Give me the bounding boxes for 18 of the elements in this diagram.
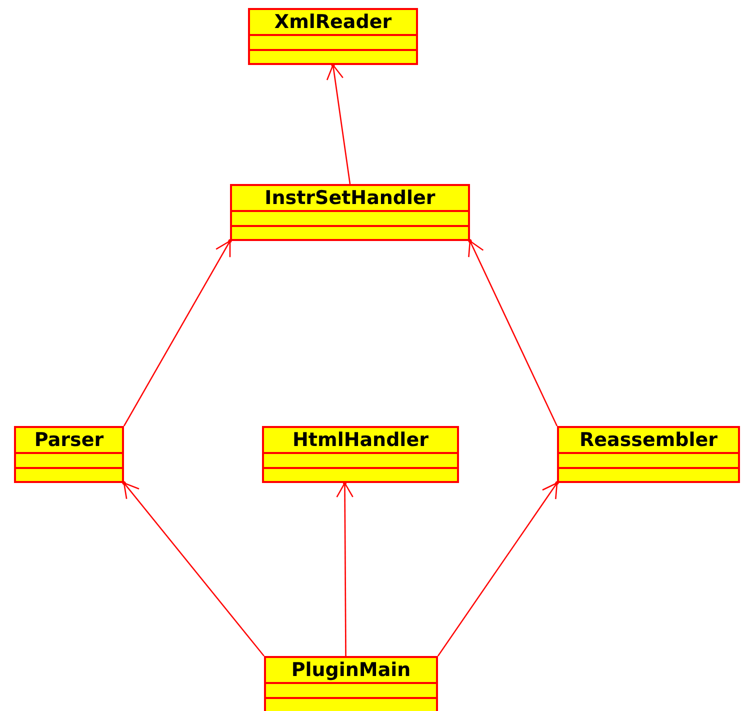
class-name: Parser <box>34 429 104 451</box>
class-box <box>14 426 124 483</box>
class-box <box>264 656 438 711</box>
class-box <box>230 184 470 241</box>
arrow <box>123 238 232 426</box>
class-name: XmlReader <box>274 11 392 33</box>
class-box <box>557 426 740 483</box>
arrow <box>468 238 558 426</box>
class-name: InstrSetHandler <box>264 187 436 209</box>
class-box <box>248 8 418 65</box>
arrow <box>437 480 560 656</box>
class-name: HtmlHandler <box>292 429 428 451</box>
arrow <box>122 480 264 656</box>
class-name: PluginMain <box>291 659 411 681</box>
class-name: Reassembler <box>579 429 718 451</box>
arrow <box>336 480 354 656</box>
arrow <box>326 62 351 184</box>
class-box <box>262 426 459 483</box>
